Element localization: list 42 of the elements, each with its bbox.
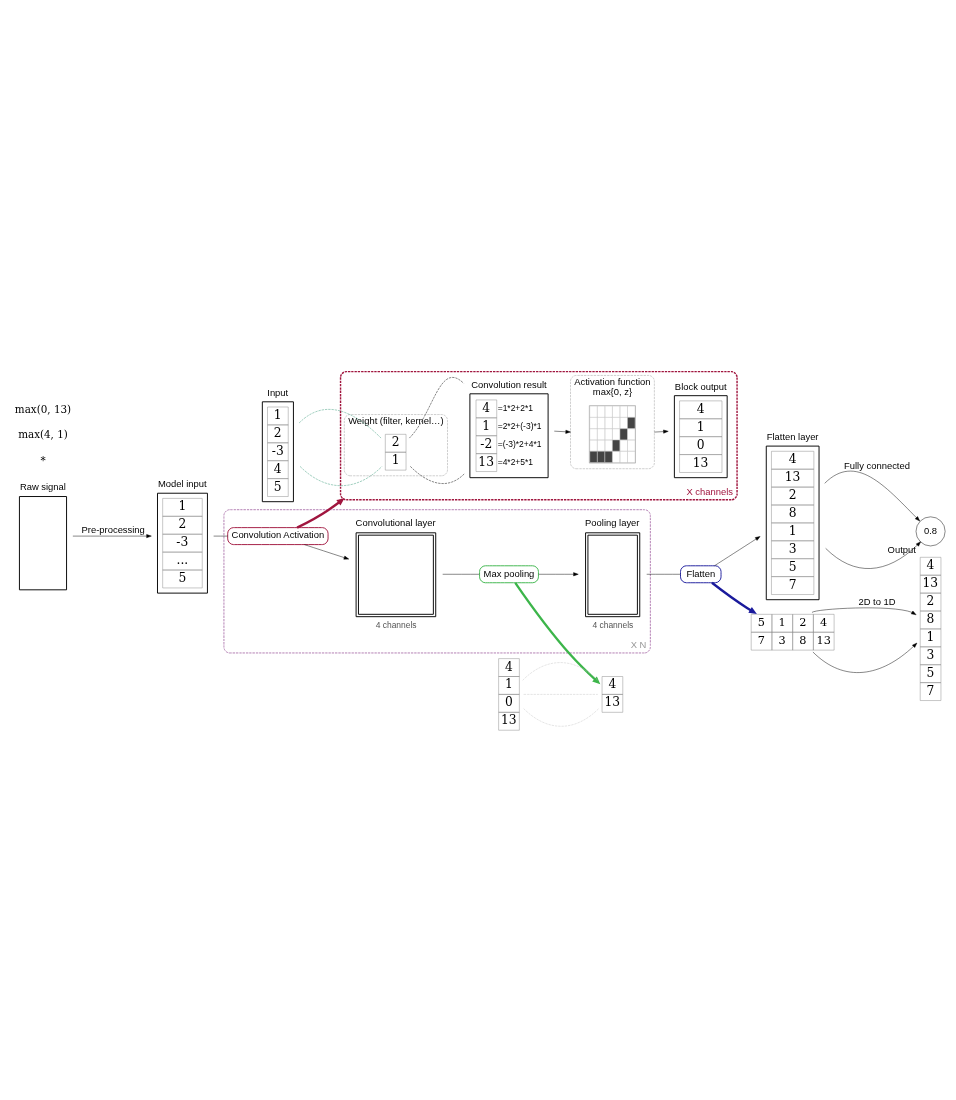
node-label: 4 channels xyxy=(375,619,417,630)
node-label: Pooling layer xyxy=(585,516,640,528)
node-box: 1 2 -3 ... 5 xyxy=(157,492,208,594)
cluster: Activation function max{0, z} xyxy=(570,375,655,469)
edge-label: Pre-processing xyxy=(81,524,145,536)
node-label: Raw signal xyxy=(19,481,66,493)
arrow xyxy=(654,429,669,434)
connector xyxy=(522,662,599,681)
label: max(4, 1) xyxy=(18,428,68,441)
node-label: Model input xyxy=(157,478,207,490)
node-box: 4 =1*2+2*1 1 =2*2+(-3)*1 -2 =(-3)*2+4*1 13 =4*2+5*1 xyxy=(469,393,549,479)
arrow xyxy=(825,541,921,569)
node-box: Flatten xyxy=(680,565,722,584)
node-box: Convolution Activation xyxy=(227,527,329,546)
label: max(0, 13) xyxy=(14,402,72,415)
edge-label: Fully connected xyxy=(844,459,910,471)
connector xyxy=(523,708,599,727)
node-label: Convolutional layer xyxy=(355,516,436,528)
node-box: 4 13 2 8 1 3 5 7 xyxy=(765,445,820,601)
arrow xyxy=(296,498,345,529)
arrow xyxy=(711,581,757,614)
edge-label: 2D to 1D xyxy=(858,596,896,608)
arrow xyxy=(304,544,349,560)
node-box: 4 1 0 13 xyxy=(673,395,728,479)
node-label: Flatten layer xyxy=(766,430,819,442)
arrow xyxy=(714,536,761,566)
arrow xyxy=(812,642,918,673)
label: * xyxy=(40,453,46,466)
arrow xyxy=(538,572,579,577)
arrow xyxy=(554,429,571,434)
arrow xyxy=(811,607,917,616)
node-box: Max pooling xyxy=(479,565,539,584)
node-box: 1 2 -3 4 5 xyxy=(261,401,294,503)
node-label: Input xyxy=(267,386,289,398)
node-label: 4 channels xyxy=(592,619,634,630)
node-box xyxy=(18,496,67,591)
arrow xyxy=(514,582,601,685)
node-label: Convolution result xyxy=(471,378,547,390)
node-label: Block output xyxy=(674,380,727,392)
node-label: Output xyxy=(887,544,916,556)
arrow xyxy=(824,470,920,522)
arrow xyxy=(72,534,152,538)
